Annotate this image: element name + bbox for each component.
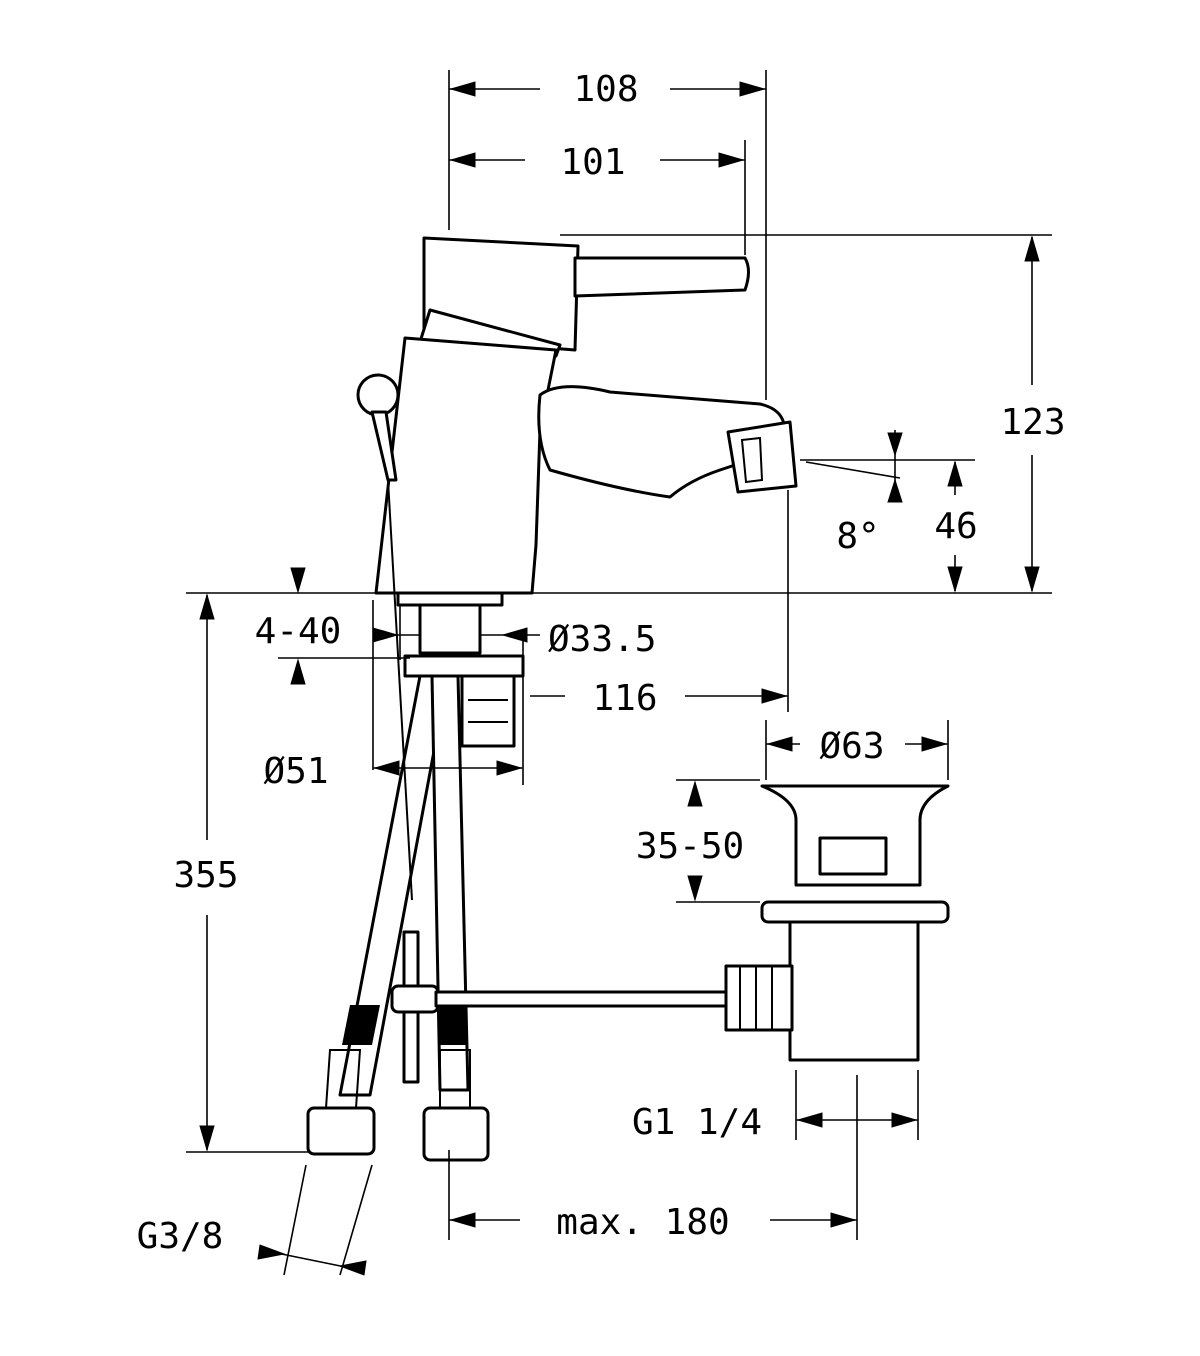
supply-hoses — [306, 674, 490, 1162]
dimension-lines — [186, 70, 1052, 1276]
dim-spout-reach: 116 — [592, 678, 657, 719]
dim-spout-angle: 8° — [836, 516, 879, 557]
threaded-shank — [418, 603, 482, 655]
waste-flange — [760, 784, 950, 887]
fixing-nut — [460, 674, 516, 748]
aerator-inner — [740, 436, 764, 484]
pop-up-stem — [370, 410, 398, 482]
pop-up-knob — [356, 373, 400, 417]
pop-up-rod — [387, 479, 728, 1084]
inlet-nut-right — [422, 1106, 490, 1162]
dim-inlet-thread: G3/8 — [137, 1216, 224, 1257]
waste-connector — [724, 964, 794, 1032]
aerator-swivel — [726, 420, 798, 494]
dim-mount-thickness: 4-40 — [255, 611, 342, 652]
dim-base-dia: Ø51 — [263, 751, 328, 792]
dim-hose-length: 355 — [173, 855, 238, 896]
inlet-nut-left — [306, 1106, 376, 1156]
pop-up-waste — [724, 784, 950, 1062]
waste-body — [788, 920, 920, 1062]
dim-mount-dia: Ø33.5 — [548, 619, 656, 660]
dim-waste-dia: Ø63 — [819, 726, 884, 767]
fixing-nut-detail — [468, 699, 508, 723]
dim-waste-thread: G1 1/4 — [632, 1102, 762, 1143]
waste-ring — [760, 900, 950, 924]
dim-height-total: 123 — [1000, 402, 1065, 443]
mixer-body — [356, 236, 798, 748]
dim-pop-up-reach: max. 180 — [556, 1202, 729, 1243]
dim-waste-depth: 35-50 — [636, 826, 744, 867]
dim-spout-height: 46 — [934, 506, 977, 547]
pull-rod — [387, 479, 413, 901]
mounting-nut — [403, 654, 525, 678]
lever-arm — [573, 256, 750, 298]
hose-right-crimp — [438, 1005, 466, 1045]
rod-clamp — [390, 984, 440, 1014]
dim-width-total: 108 — [573, 69, 638, 110]
spout — [537, 385, 786, 499]
body-cylinder — [374, 336, 558, 595]
horizontal-rod — [434, 990, 728, 1008]
base-ring — [396, 591, 504, 607]
dim-width-lever: 101 — [560, 142, 625, 183]
hose-left-ferrule — [324, 1049, 362, 1109]
waste-plug — [818, 836, 888, 876]
waste-connector-thread — [739, 966, 773, 1030]
hose-left-crimp — [342, 1005, 380, 1045]
hose-right — [430, 674, 470, 1092]
dimension-labels: 108 101 123 46 8° 4-40 Ø33.5 116 Ø51 355… — [137, 69, 1066, 1257]
hose-right-ferrule — [439, 1049, 471, 1109]
